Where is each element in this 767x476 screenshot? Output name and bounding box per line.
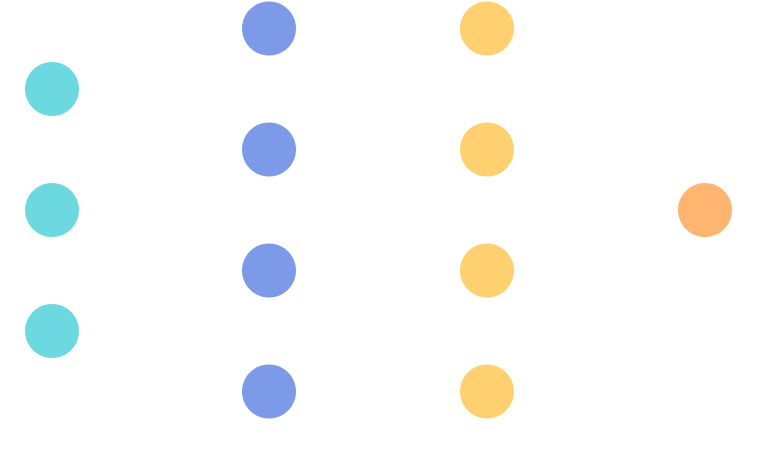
layer-2-hidden	[242, 1, 296, 419]
hidden-node-3-4	[460, 364, 514, 419]
hidden-node-3-1	[460, 1, 514, 56]
layers-group	[25, 1, 732, 419]
layer-1-input	[25, 62, 79, 358]
layer-3-hidden	[460, 1, 514, 419]
layer-4-output	[678, 183, 732, 237]
hidden-node-3-2	[460, 122, 514, 177]
output-node-4-1	[678, 183, 732, 237]
input-node-1-3	[25, 304, 79, 358]
hidden-node-2-3	[242, 243, 296, 298]
input-node-1-2	[25, 183, 79, 237]
hidden-node-3-3	[460, 243, 514, 298]
hidden-node-2-1	[242, 1, 296, 56]
hidden-node-2-2	[242, 122, 296, 177]
input-node-1-1	[25, 62, 79, 116]
hidden-node-2-4	[242, 364, 296, 419]
